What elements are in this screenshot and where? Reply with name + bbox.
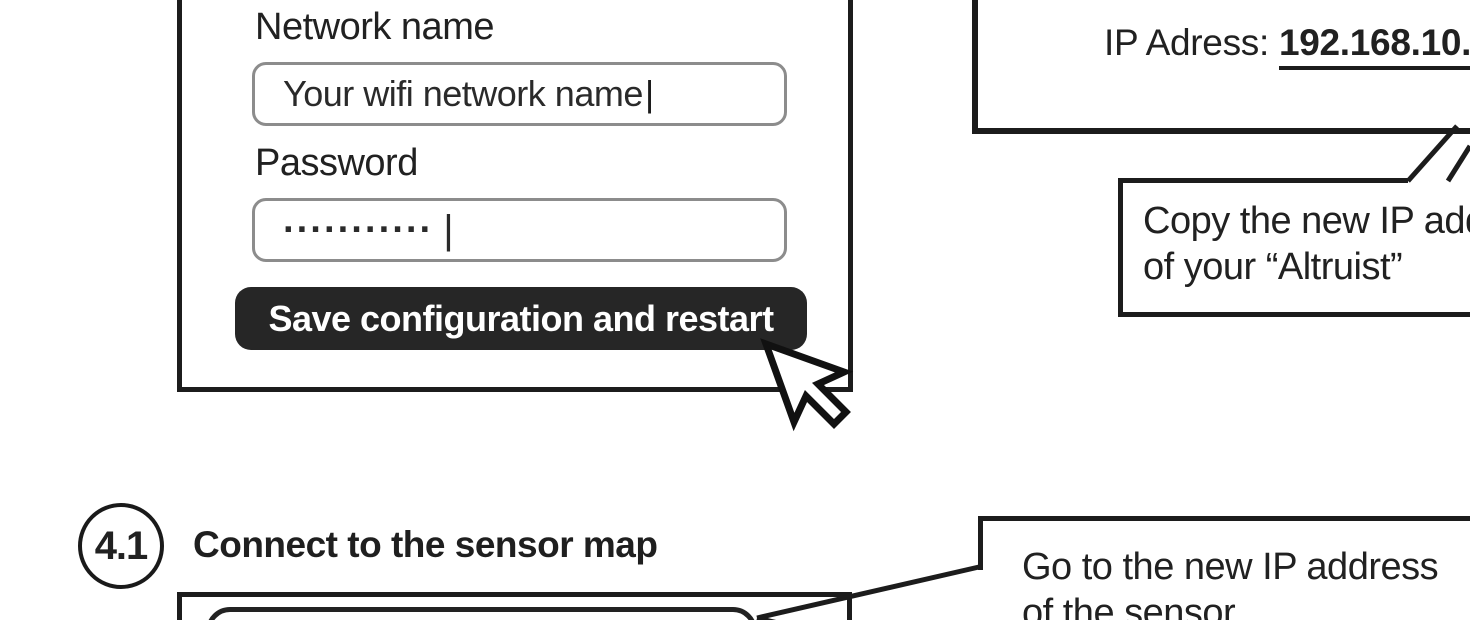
- copy-callout-tail: [1445, 144, 1470, 183]
- copy-callout-line1: Copy the new IP address: [1143, 200, 1470, 242]
- browser-box-border-left: [177, 592, 182, 620]
- goto-callout-border-top: [978, 516, 1470, 521]
- step-number-badge: 4.1: [78, 503, 164, 589]
- ip-box-border-bottom: [972, 128, 1470, 134]
- copy-callout-text: Copy the new IP address of your “Altruis…: [1143, 198, 1470, 290]
- goto-callout-border-left: [978, 516, 983, 570]
- copy-callout-tail: [1406, 124, 1459, 183]
- browser-box-border-right: [847, 592, 852, 620]
- copy-callout-border-top: [1118, 178, 1408, 183]
- save-configuration-button[interactable]: Save configuration and restart: [235, 287, 807, 350]
- ip-address-label: IP Adress:: [1104, 22, 1269, 63]
- wifi-form-border-left: [177, 0, 182, 392]
- password-label: Password: [255, 142, 418, 184]
- browser-box-border-top: [177, 592, 852, 597]
- text-cursor: |: [443, 207, 454, 252]
- browser-address-bar[interactable]: [206, 607, 757, 620]
- network-name-input[interactable]: Your wifi network name|: [252, 62, 787, 126]
- ip-box-border-left: [972, 0, 978, 134]
- text-cursor: |: [644, 73, 654, 114]
- mouse-pointer-icon: [760, 338, 854, 432]
- goto-callout-text: Go to the new IP address of the sensor: [1022, 544, 1439, 620]
- copy-callout-line2: of your “Altruist”: [1143, 246, 1403, 288]
- ip-address-line: IP Adress:192.168.10.3: [1104, 22, 1470, 70]
- wifi-form-border-right: [848, 0, 853, 392]
- ip-address-value[interactable]: 192.168.10.3: [1278, 22, 1470, 70]
- network-name-label: Network name: [255, 6, 494, 48]
- network-name-value: Your wifi network name: [283, 73, 643, 114]
- password-masked-value: ···········: [283, 208, 434, 251]
- copy-callout-border-bottom: [1118, 312, 1470, 317]
- step-number: 4.1: [94, 523, 149, 568]
- password-input[interactable]: ··········· |: [252, 198, 787, 262]
- wifi-form-border-bottom: [177, 387, 853, 392]
- goto-callout-line1: Go to the new IP address: [1022, 546, 1439, 588]
- section-heading: Connect to the sensor map: [193, 524, 658, 565]
- copy-callout-border-left: [1118, 178, 1123, 317]
- goto-callout-line2: of the sensor: [1022, 592, 1236, 620]
